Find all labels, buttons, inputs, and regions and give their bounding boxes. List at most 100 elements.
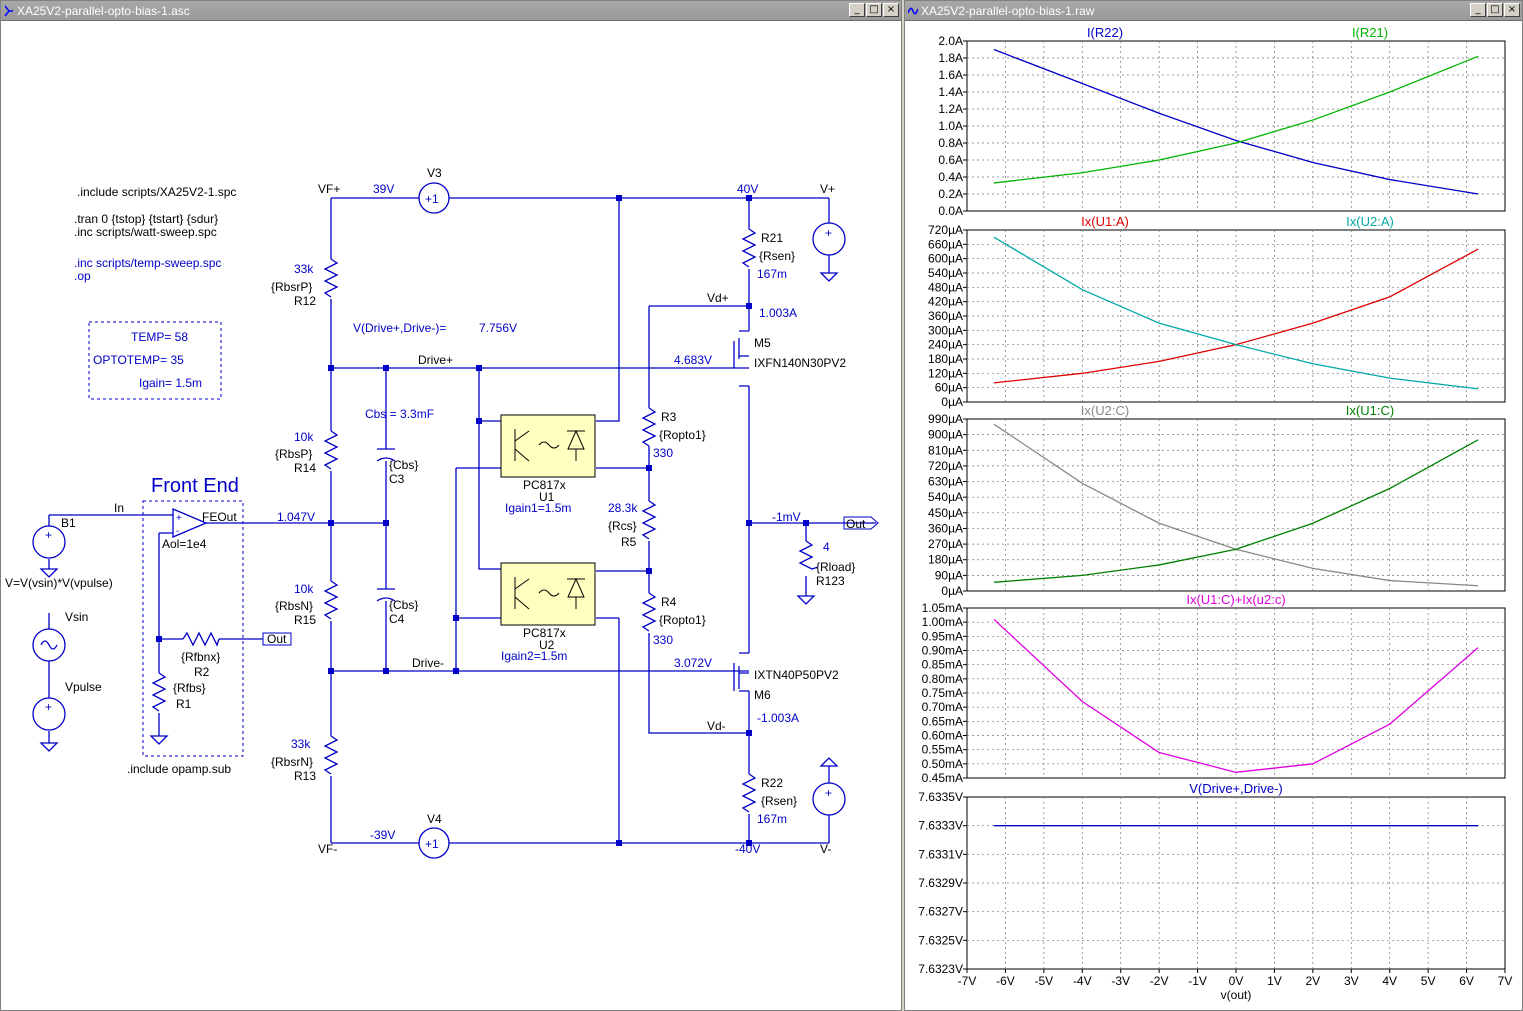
y-tick-label: 0.60mA [922,729,963,743]
y-tick-label: 1.2A [938,102,963,116]
directive-watt-sweep[interactable]: .inc scripts/watt-sweep.spc [74,225,217,239]
y-tick-label: 7.6331V [918,847,963,861]
y-tick-label: 1.8A [938,51,963,65]
schematic-canvas[interactable]: +1 +1 + + + + + - [1,21,901,1010]
x-tick-label: 3V [1344,974,1359,988]
y-tick-label: 360µA [928,521,963,535]
y-tick-label: 1.00mA [922,615,963,629]
r12-label: R12 [294,294,316,308]
r14-param: {RbsP} [275,447,312,461]
r13-param: {RbsrN} [271,755,313,769]
series-line-ix-u1-c-ix-u2-c- [993,618,1479,773]
vd-minus-label: Vd- [707,719,726,733]
directive-include[interactable]: .include scripts/XA25V2-1.spc [77,185,236,199]
c3-label: C3 [389,472,405,486]
trace-title[interactable]: Ix(U1:C) [1346,403,1394,418]
r22-label: R22 [761,776,783,790]
y-tick-label: 540µA [928,490,963,504]
u2-optocoupler-box [500,562,596,626]
source-signs: +1 +1 + + + + + - [45,192,832,851]
trace-title[interactable]: I(R22) [1087,25,1123,40]
close-button[interactable]: × [1504,3,1520,17]
r5-label: R5 [621,535,637,549]
v3-sign-label: +1 [425,192,439,206]
out-label: Out [846,517,866,531]
waveform-titlebar[interactable]: XA25V2-parallel-opto-bias-1.raw _ □ × [905,1,1522,21]
trace-title[interactable]: Ix(U1:C)+Ix(u2:c) [1186,592,1285,607]
r4-value: 330 [653,633,673,647]
r14-label: R14 [294,461,316,475]
optocouplers [500,414,596,626]
r4-label: R4 [661,595,677,609]
y-tick-label: 0.75mA [922,686,963,700]
y-tick-label: 1.6A [938,68,963,82]
waveform-window[interactable]: XA25V2-parallel-opto-bias-1.raw _ □ × 2.… [904,0,1523,1011]
schematic-titlebar[interactable]: XA25V2-parallel-opto-bias-1.asc _ □ × [1,1,901,21]
m6-label: M6 [754,688,771,702]
x-tick-label: -7V [958,974,977,988]
trace-title[interactable]: I(R21) [1352,25,1388,40]
r3-value: 330 [653,446,673,460]
y-tick-label: 0.65mA [922,714,963,728]
x-tick-label: 2V [1306,974,1321,988]
r21-value: 167m [757,267,787,281]
param-temp[interactable]: TEMP= 58 [131,330,188,344]
y-tick-label: 0µA [941,584,963,598]
x-tick-label: -2V [1150,974,1169,988]
y-tick-label: 60µA [935,381,963,395]
y-tick-label: 7.6335V [918,790,963,804]
y-tick-label: 7.6329V [918,876,963,890]
y-tick-label: 630µA [928,475,963,489]
close-button[interactable]: × [883,3,899,17]
sources [32,182,846,859]
schematic-window[interactable]: XA25V2-parallel-opto-bias-1.asc _ □ × [0,0,902,1011]
front-end-title: Front End [151,475,239,497]
trace-title[interactable]: Ix(U2:A) [1346,214,1394,229]
trace-title[interactable]: V(Drive+,Drive-) [1189,781,1283,796]
directive-op[interactable]: .op [74,269,91,283]
b1-plus-sign: + [45,528,52,542]
param-igain[interactable]: Igain= 1.5m [139,376,202,390]
directive-tran[interactable]: .tran 0 {tstop} {tstart} {sdur} [74,212,218,226]
maximize-button[interactable]: □ [1487,3,1503,17]
v-minus-label: V- [820,842,831,856]
r1-label: R1 [176,697,192,711]
v3-label: V3 [427,166,442,180]
r21-label: R21 [761,231,783,245]
drive-plus-label: Drive+ [418,353,453,367]
y-tick-label: 600µA [928,252,963,266]
vn40-label: -40V [735,842,760,856]
y-tick-label: 0.45mA [922,771,963,785]
vf-minus-label: VF- [318,842,337,856]
waveform-plot-area[interactable]: 2.0A1.8A1.6A1.4A1.2A1.0A0.8A0.6A0.4A0.2A… [905,21,1522,1010]
y-tick-label: 240µA [928,338,963,352]
y-tick-label: 0.85mA [922,658,963,672]
y-tick-label: 1.0A [938,119,963,133]
mosfets [739,330,749,692]
minimize-button[interactable]: _ [849,3,865,17]
maximize-button[interactable]: □ [866,3,882,17]
trace-title[interactable]: Ix(U1:A) [1081,214,1129,229]
directive-include-opamp[interactable]: .include opamp.sub [127,762,231,776]
schematic-app-icon [4,5,13,17]
out-local-label: Out [267,632,287,646]
drive-minus-label: Drive- [412,656,444,670]
y-tick-label: 720µA [928,223,963,237]
y-tick-label: 90µA [935,568,963,582]
directive-temp-sweep[interactable]: .inc scripts/temp-sweep.spc [74,256,221,270]
v-plus-label: V+ [820,182,835,196]
c3-param: {Cbs} [389,458,418,472]
net-flags [262,516,879,646]
v4-sign-label: +1 [425,837,439,851]
param-optotemp[interactable]: OPTOTEMP= 35 [93,353,184,367]
r5-value: 28.3k [608,501,638,515]
y-tick-label: 0.8A [938,136,963,150]
minimize-button[interactable]: _ [1470,3,1486,17]
u1-optocoupler-box [500,414,596,478]
trace-title[interactable]: Ix(U2:C) [1081,403,1129,418]
series-line-ix-u1-c- [993,439,1479,583]
r15-value: 10k [294,582,314,596]
y-tick-label: 0.6A [938,153,963,167]
r12-param: {RbsrP} [271,280,312,294]
m5-gate-voltage: 4.683V [674,353,712,367]
